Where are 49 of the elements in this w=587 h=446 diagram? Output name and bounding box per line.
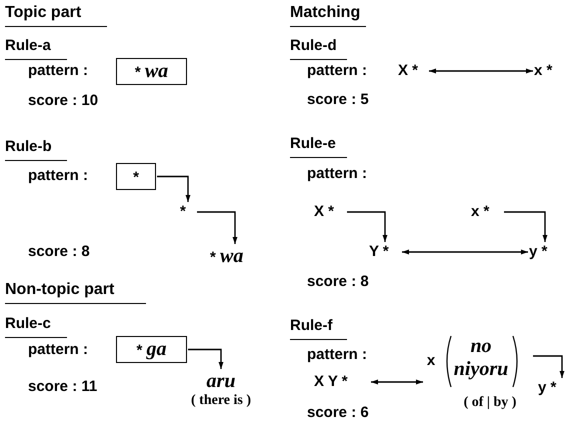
- section-heading: Matching: [290, 4, 360, 22]
- pattern-text: x *: [534, 62, 564, 80]
- field-label: pattern :: [307, 165, 367, 183]
- translation-text: ( of | by ): [462, 394, 518, 412]
- field-label: score : 10: [28, 92, 98, 110]
- arrow: [429, 68, 533, 74]
- arrow: [197, 211, 238, 244]
- field-label: score : 11: [28, 378, 98, 396]
- section-heading: Topic part: [5, 4, 82, 22]
- field-label: pattern :: [28, 341, 88, 359]
- pattern-text: X Y *: [314, 373, 370, 391]
- arrow: [533, 355, 564, 378]
- pattern-text: X *: [398, 62, 428, 80]
- field-label: pattern :: [28, 167, 88, 185]
- arrow: [188, 348, 224, 369]
- pattern-text: * wa: [210, 245, 260, 267]
- field-label: pattern :: [307, 346, 367, 364]
- pattern-text: Y *: [369, 243, 401, 261]
- pattern-text: x: [426, 351, 436, 371]
- section-heading: Non-topic part: [5, 281, 114, 299]
- pattern-text: X *: [314, 203, 346, 221]
- arrow: [347, 211, 388, 242]
- pattern-text: x *: [471, 203, 503, 221]
- pattern-box: * ga: [116, 336, 187, 363]
- field-label: score : 8: [307, 273, 369, 291]
- pattern-text: *: [180, 203, 196, 221]
- translation-text: ( there is ): [190, 392, 252, 410]
- arrow: [157, 176, 190, 202]
- field-label: pattern :: [28, 62, 88, 80]
- field-label: pattern :: [307, 62, 367, 80]
- arrow: [504, 211, 548, 242]
- section-heading: Rule-c: [5, 315, 51, 333]
- pattern-word: no: [469, 335, 493, 357]
- arrow: [402, 250, 528, 254]
- section-heading: Rule-a: [5, 37, 51, 55]
- section-heading: Rule-b: [5, 138, 52, 156]
- pattern-word: aru: [206, 370, 236, 392]
- field-label: score : 5: [307, 91, 369, 109]
- section-heading: Rule-e: [290, 135, 336, 153]
- arrow: [371, 380, 423, 384]
- pattern-box: * wa: [116, 58, 187, 85]
- section-heading: Rule-d: [290, 37, 337, 55]
- pattern-word: niyoru: [452, 358, 510, 380]
- section-heading: Rule-f: [290, 317, 332, 335]
- pattern-text: y *: [538, 379, 586, 397]
- field-label: score : 6: [307, 404, 369, 422]
- field-label: score : 8: [28, 243, 90, 261]
- pattern-box: *: [116, 163, 156, 190]
- pattern-text: y *: [529, 243, 561, 261]
